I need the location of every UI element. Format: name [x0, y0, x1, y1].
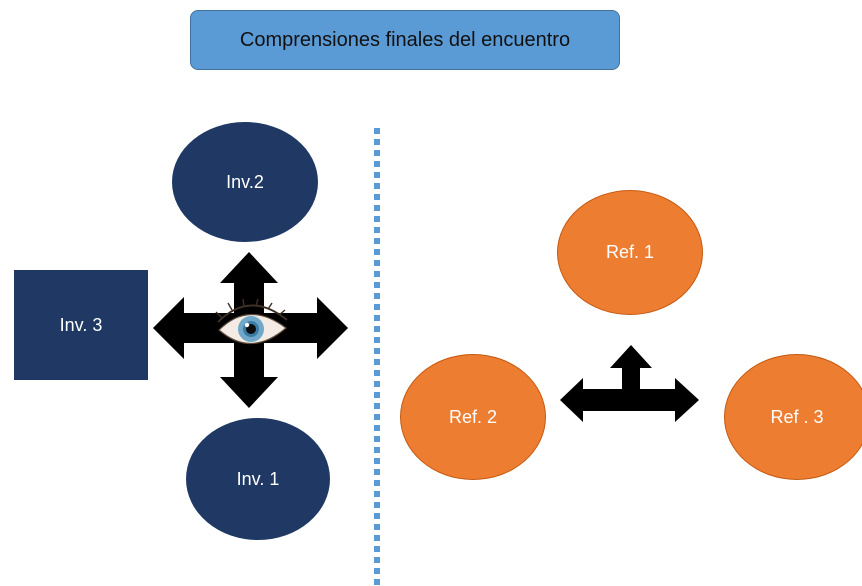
dotted-divider: [374, 128, 380, 586]
node-ref-1: Ref. 1: [557, 190, 703, 315]
three-way-arrow-icon: [560, 345, 699, 422]
diagram-title: Comprensiones finales del encuentro: [190, 10, 620, 70]
node-ref-3: Ref . 3: [724, 354, 862, 480]
node-inv-1: Inv. 1: [186, 418, 330, 540]
node-inv-3: Inv. 3: [14, 270, 148, 380]
node-ref-2: Ref. 2: [400, 354, 546, 480]
eye-icon: [215, 298, 288, 345]
node-inv-2: Inv.2: [172, 122, 318, 242]
